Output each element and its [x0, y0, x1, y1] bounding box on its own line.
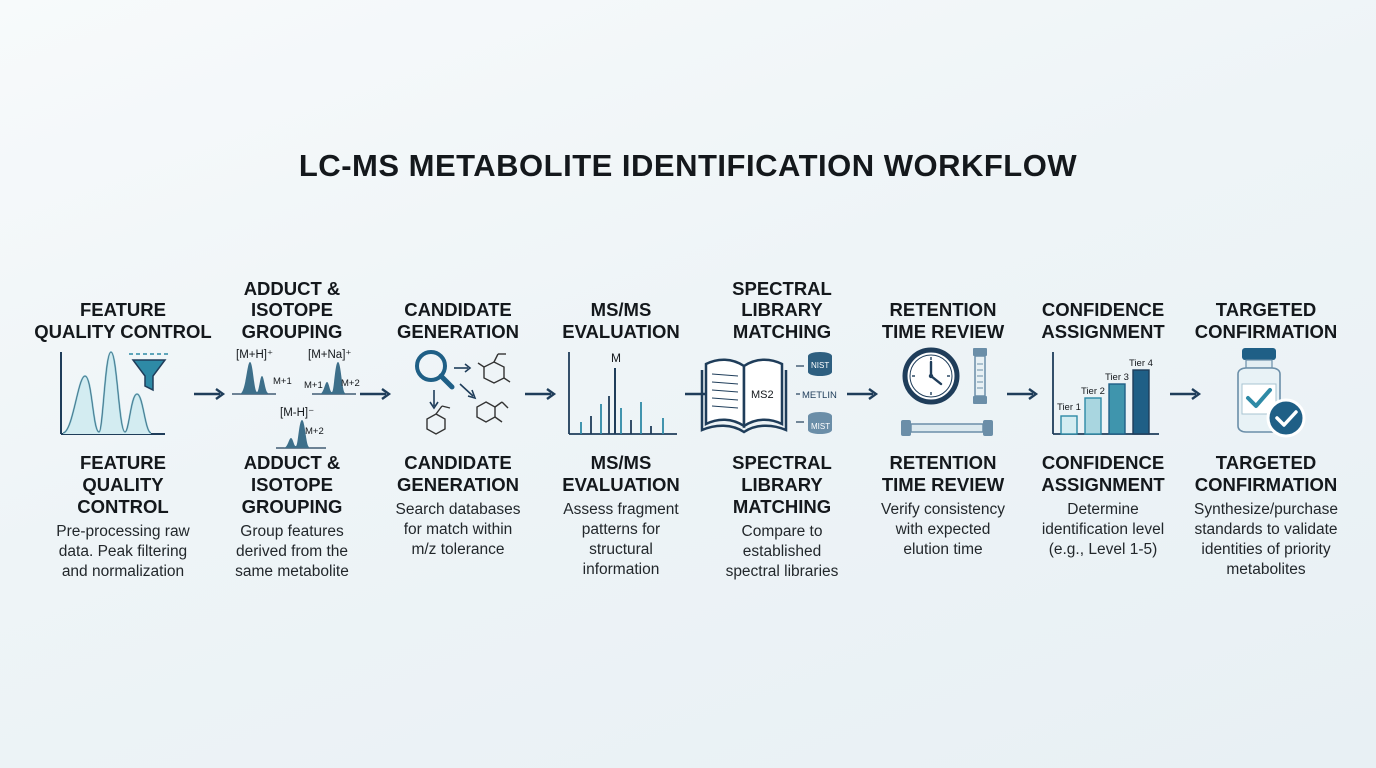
step-confidence-assignment: CONFIDENCE ASSIGNMENT Tier 1 Tier 2 Tier… [1013, 262, 1193, 602]
step-subtitle: ADDUCT & ISOTOPE GROUPING Group features… [202, 452, 382, 582]
step-subtitle: CANDIDATE GENERATION Search databases fo… [368, 452, 548, 560]
step-candidate-generation: CANDIDATE GENERATION [368, 262, 548, 602]
svg-text:MIST: MIST [811, 422, 830, 431]
svg-text:MS2: MS2 [751, 389, 774, 401]
step-description: Determine identification level (e.g., Le… [1041, 501, 1165, 558]
arrow-right-icon [1168, 386, 1202, 402]
step-title: MS/MS EVALUATION [562, 299, 680, 342]
arrow-right-icon [358, 386, 392, 402]
step-retention-time-review: RETENTION TIME REVIEW [853, 262, 1033, 602]
svg-text:[M-H]⁻: [M-H]⁻ [280, 407, 314, 419]
step-title: RETENTION TIME REVIEW [881, 299, 1005, 342]
step-description: Compare to established spectral librarie… [725, 523, 839, 580]
svg-text:M+2: M+2 [305, 426, 324, 437]
magnifier-structures-icon [368, 346, 548, 450]
page-title: LC-MS METABOLITE IDENTIFICATION WORKFLOW [298, 148, 1078, 183]
arrow-right-icon [1005, 386, 1039, 402]
step-msms-evaluation: MS/MS EVALUATION M MS/MS EVALUATION Asse… [531, 262, 711, 602]
svg-text:Tier 4: Tier 4 [1129, 358, 1153, 369]
msms-spectrum-icon: M [531, 346, 711, 450]
step-title: FEATURE QUALITY CONTROL [34, 299, 212, 342]
arrow-right-icon [192, 386, 226, 402]
svg-text:M: M [611, 351, 621, 365]
step-title: CONFIDENCE ASSIGNMENT [1041, 299, 1165, 342]
svg-text:M+2: M+2 [341, 378, 360, 389]
step-spectral-library-matching: SPECTRAL LIBRARY MATCHING MS2 NIST METLI… [692, 262, 872, 602]
step-description: Group features derived from the same met… [235, 523, 349, 580]
step-description: Pre-processing raw data. Peak filtering … [56, 523, 190, 580]
step-subtitle: SPECTRAL LIBRARY MATCHING Compare to est… [692, 452, 872, 582]
svg-text:M+1: M+1 [273, 376, 292, 387]
step-title: SPECTRAL LIBRARY MATCHING [732, 277, 832, 342]
step-subtitle: MS/MS EVALUATION Assess fragment pattern… [531, 452, 711, 580]
svg-text:[M+H]⁺: [M+H]⁺ [236, 349, 273, 361]
step-description: Verify consistency with expected elution… [880, 501, 1006, 558]
clock-column-icon [853, 346, 1033, 450]
svg-text:Tier 3: Tier 3 [1105, 372, 1129, 383]
svg-text:Tier 1: Tier 1 [1057, 402, 1081, 413]
svg-text:Tier 2: Tier 2 [1081, 386, 1105, 397]
step-subtitle: RETENTION TIME REVIEW Verify consistency… [853, 452, 1033, 560]
arrow-right-icon [845, 386, 879, 402]
step-title: TARGETED CONFIRMATION [1194, 299, 1338, 342]
step-adduct-isotope-grouping: ADDUCT & ISOTOPE GROUPING [M+H]⁺ [M+Na]⁺… [202, 262, 382, 602]
svg-text:NIST: NIST [811, 361, 829, 370]
step-title: ADDUCT & ISOTOPE GROUPING [241, 277, 343, 342]
vial-check-icon [1176, 346, 1356, 450]
step-description: Search databases for match within m/z to… [395, 501, 521, 558]
chromatogram-filter-icon [33, 346, 213, 450]
svg-text:M+1: M+1 [304, 380, 323, 391]
step-subtitle: FEATURE QUALITY CONTROL Pre-processing r… [33, 452, 213, 582]
isotope-peaks-icon: [M+H]⁺ [M+Na]⁺ M+1 M+1 M+2 [M-H]⁻ M+2 [202, 346, 382, 450]
step-feature-quality-control: FEATURE QUALITY CONTROL FEATURE QUALITY … [33, 262, 213, 602]
step-subtitle: CONFIDENCE ASSIGNMENT Determine identifi… [1013, 452, 1193, 560]
arrow-right-icon [523, 386, 557, 402]
library-book-icon: MS2 NIST METLIN MIST [692, 346, 872, 450]
svg-text:METLIN: METLIN [802, 390, 837, 401]
step-subtitle: TARGETED CONFIRMATION Synthesize/purchas… [1176, 452, 1356, 580]
step-description: Assess fragment patterns for structural … [563, 501, 679, 578]
step-title: CANDIDATE GENERATION [397, 299, 519, 342]
svg-text:[M+Na]⁺: [M+Na]⁺ [308, 349, 351, 361]
tier-bars-icon: Tier 1 Tier 2 Tier 3 Tier 4 [1013, 346, 1193, 450]
step-description: Synthesize/purchase standards to validat… [1194, 501, 1338, 578]
step-targeted-confirmation: TARGETED CONFIRMATION TARGETED CONFIRMAT… [1176, 262, 1356, 602]
